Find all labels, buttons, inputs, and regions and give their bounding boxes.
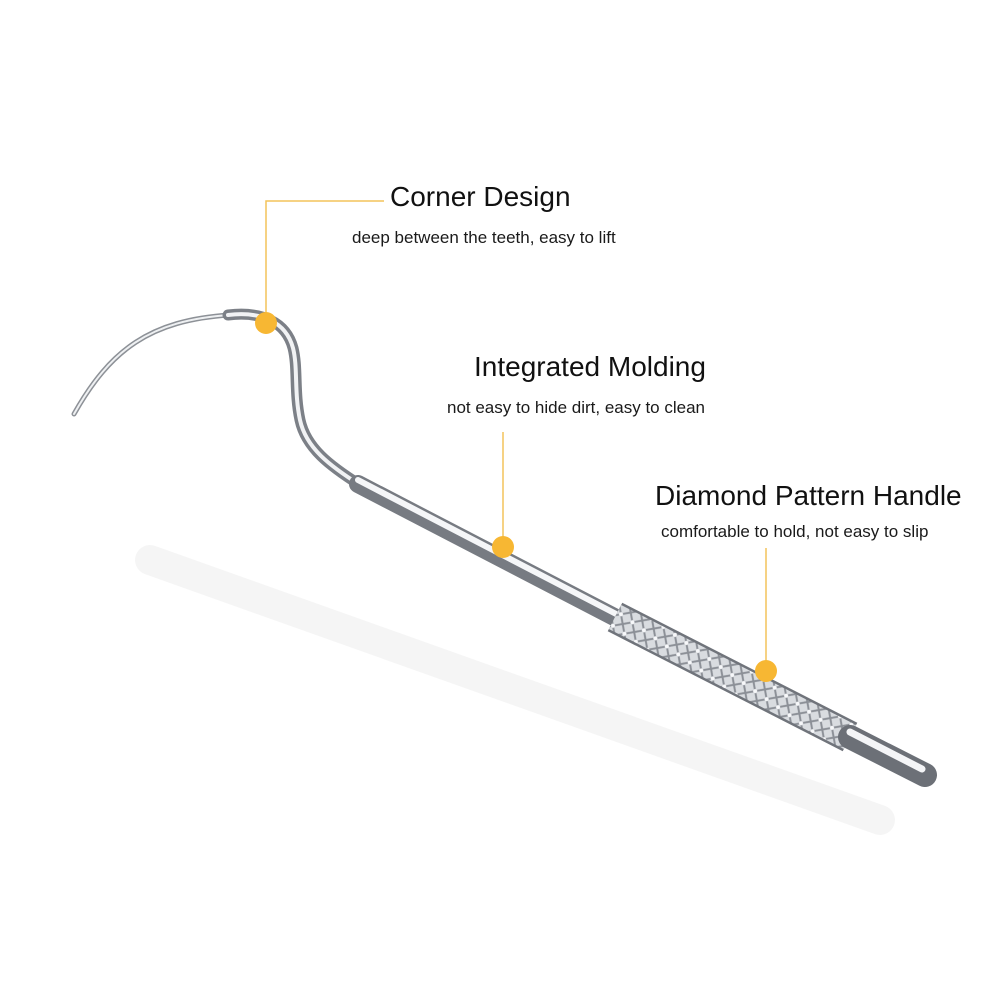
hook-tip: [71, 312, 233, 417]
leader-line-corner: [265, 200, 384, 323]
corner-bend: [222, 308, 366, 491]
callout-subtitle-integrated-molding: not easy to hide dirt, easy to clean: [447, 398, 705, 417]
callout-subtitle-corner-design: deep between the teeth, easy to lift: [352, 228, 616, 247]
callout-title-diamond-pattern-handle: Diamond Pattern Handle: [655, 480, 962, 511]
handle-end: [838, 725, 937, 787]
callout-dot-handle: [755, 660, 777, 682]
callout-title-corner-design: Corner Design: [390, 181, 571, 212]
tool-shadow: [135, 545, 895, 835]
callout-dot-corner: [255, 312, 277, 334]
callout-dot-molding: [492, 536, 514, 558]
shaft: [349, 475, 629, 629]
callout-title-integrated-molding: Integrated Molding: [474, 351, 706, 382]
diamond-pattern-handle: [607, 602, 858, 752]
callout-subtitle-diamond-pattern-handle: comfortable to hold, not easy to slip: [661, 522, 929, 541]
